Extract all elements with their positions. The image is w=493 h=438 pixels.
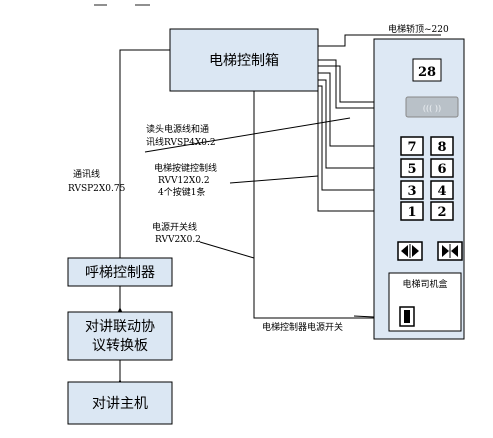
power-switch-wire	[253, 86, 395, 319]
card-reader-wire-2	[318, 65, 395, 103]
close-door-icon[interactable]	[437, 241, 463, 261]
comm-cable-label-1: 通讯线	[73, 168, 100, 180]
floor-button-label: 5	[407, 162, 416, 177]
protocol-converter-box	[67, 311, 173, 361]
switch-leader	[199, 241, 255, 259]
reader-leader	[144, 117, 351, 153]
protocol-converter-label-2: 议转换板	[92, 337, 148, 354]
intercom-host-box	[67, 381, 173, 425]
floor-button-label: 1	[407, 205, 416, 220]
car-top-label: 电梯轿顶~220	[388, 23, 449, 35]
control-box	[169, 28, 319, 92]
floor-button-label: 2	[437, 205, 446, 220]
floor-button[interactable]	[430, 180, 454, 200]
switch-cable-label-1: 电源开关线	[152, 221, 197, 233]
floor-button-label: 6	[437, 162, 446, 177]
floor-button[interactable]	[430, 136, 454, 156]
floor-button[interactable]	[430, 201, 454, 221]
button-cable-label-3: 4个按键1条	[158, 186, 205, 198]
comm-wire	[119, 49, 170, 258]
floor-button-label: 3	[407, 184, 416, 199]
wires	[119, 34, 441, 382]
operator-box-label: 电梯司机盒	[402, 278, 447, 290]
floor-button-label: 4	[437, 184, 446, 199]
intercom-host-label: 对讲主机	[92, 396, 148, 412]
control-box-label: 电梯控制箱	[209, 53, 279, 69]
call-controller-label: 呼梯控制器	[85, 265, 155, 281]
card-reader-icon[interactable]	[405, 96, 459, 118]
floor-button[interactable]	[400, 158, 424, 178]
card-reader-wire	[318, 59, 395, 109]
floor-button-label: 8	[437, 140, 446, 155]
button-wire-12	[317, 90, 401, 212]
call-controller-box	[67, 257, 173, 287]
switch-cable-label-2: RVV2X0.2	[155, 235, 201, 245]
card-reader-glyph: ((( ))	[423, 104, 441, 113]
power-switch-icon[interactable]	[399, 306, 415, 327]
floor-button[interactable]	[400, 201, 424, 221]
button-wire-78	[318, 72, 401, 147]
floor-button[interactable]	[400, 180, 424, 200]
button-leader	[229, 175, 319, 184]
comm-cable-label-2: RVSP2X0.75	[68, 184, 126, 194]
reader-cable-label-1: 读头电源线和通	[146, 123, 209, 135]
car-top-power-wire	[318, 34, 375, 47]
floor-button[interactable]	[400, 136, 424, 156]
floor-display-number: 28	[418, 65, 436, 80]
button-wire-34	[318, 85, 401, 191]
floor-button[interactable]	[430, 158, 454, 178]
protocol-converter-label-1: 对讲联动协	[85, 319, 155, 335]
controller-power-switch-label: 电梯控制器电源开关	[262, 321, 343, 333]
floor-button-label: 7	[407, 140, 416, 155]
floor-display	[412, 58, 442, 82]
button-cable-label-1: 电梯按键控制线	[154, 162, 217, 174]
button-wire-56	[318, 79, 401, 169]
button-cable-label-2: RVV12X0.2	[158, 176, 210, 186]
reader-cable-label-2: 讯线RVSP4X0.2	[146, 136, 216, 148]
floor-buttons: 7 8 5 6 3 4 1 2	[400, 136, 454, 221]
open-door-icon[interactable]	[397, 241, 423, 261]
